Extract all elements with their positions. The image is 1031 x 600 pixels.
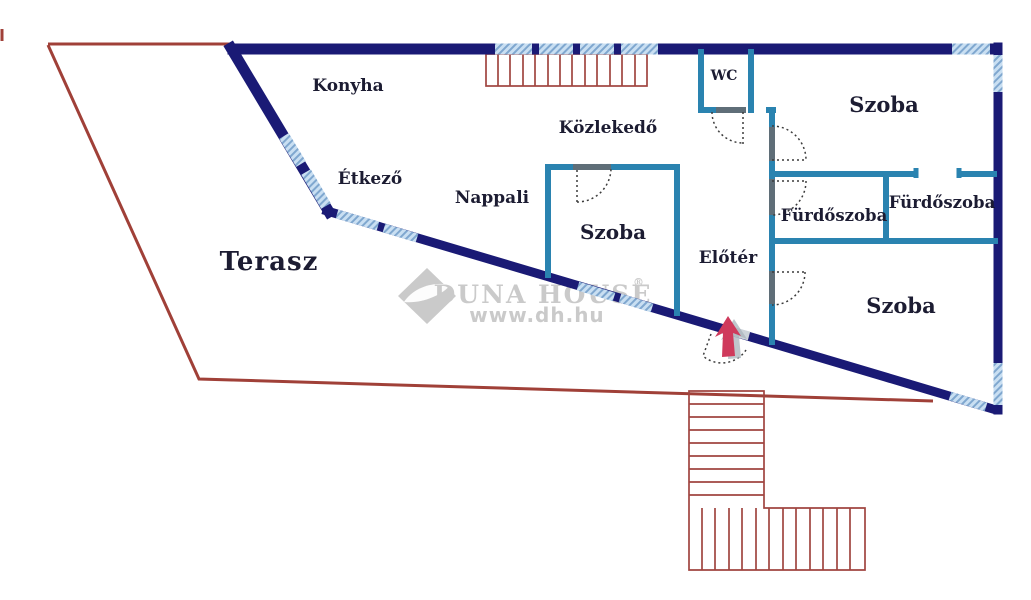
- room-label-szoba-middle: Szoba: [580, 220, 646, 244]
- room-label-wc: WC: [710, 68, 738, 84]
- room-label-szoba-bottom: Szoba: [866, 293, 936, 318]
- stairs-outline: [688, 390, 866, 571]
- watermark-registered-mark: ®: [633, 276, 644, 289]
- door-leaf: [702, 333, 712, 357]
- room-label-konyha: Konyha: [312, 76, 383, 96]
- window-segment: [576, 281, 616, 302]
- room-label-eloter: Előtér: [699, 248, 758, 268]
- door-arc: [771, 271, 806, 306]
- door-arc: [576, 167, 612, 203]
- window-segment: [618, 293, 654, 313]
- window-segment: [301, 169, 331, 209]
- door-arc: [771, 180, 807, 216]
- room-labels: Terasz Konyha Étkező Nappali Közlekedő W…: [220, 68, 996, 318]
- door-arc: [702, 349, 747, 364]
- interior-walls: [545, 49, 998, 345]
- room-label-etkezo: Étkező: [338, 168, 402, 189]
- entrance-arrow-icon: [715, 316, 747, 359]
- room-label-furdoszoba-right: Fürdőszoba: [889, 193, 996, 212]
- entrance-arrow-shadow: [721, 319, 747, 359]
- stairs-bottom: [688, 390, 866, 571]
- door-openings: [573, 107, 775, 304]
- duna-house-logo-icon: [398, 268, 456, 324]
- window-segment: [335, 209, 380, 231]
- door-swing-arcs: [576, 111, 807, 364]
- door-arc: [711, 111, 744, 144]
- room-label-kozlekedo: Közlekedő: [559, 118, 658, 138]
- watermark-url: www.dh.hu: [469, 303, 604, 327]
- window-segment: [948, 391, 988, 412]
- window-segment: [382, 223, 419, 243]
- room-label-szoba-top: Szoba: [849, 92, 919, 117]
- wall-bottom-diagonal: [321, 205, 999, 415]
- window-segment: [279, 133, 306, 167]
- room-label-terasz: Terasz: [220, 247, 319, 277]
- windows: [279, 43, 1003, 412]
- room-label-furdoszoba-left: Fürdőszoba: [781, 206, 888, 225]
- stairs-top: [485, 53, 648, 87]
- entrance-arrow: [715, 316, 741, 357]
- logo-swoosh: [404, 283, 450, 303]
- room-label-nappali: Nappali: [455, 188, 530, 208]
- door-arc: [771, 125, 807, 161]
